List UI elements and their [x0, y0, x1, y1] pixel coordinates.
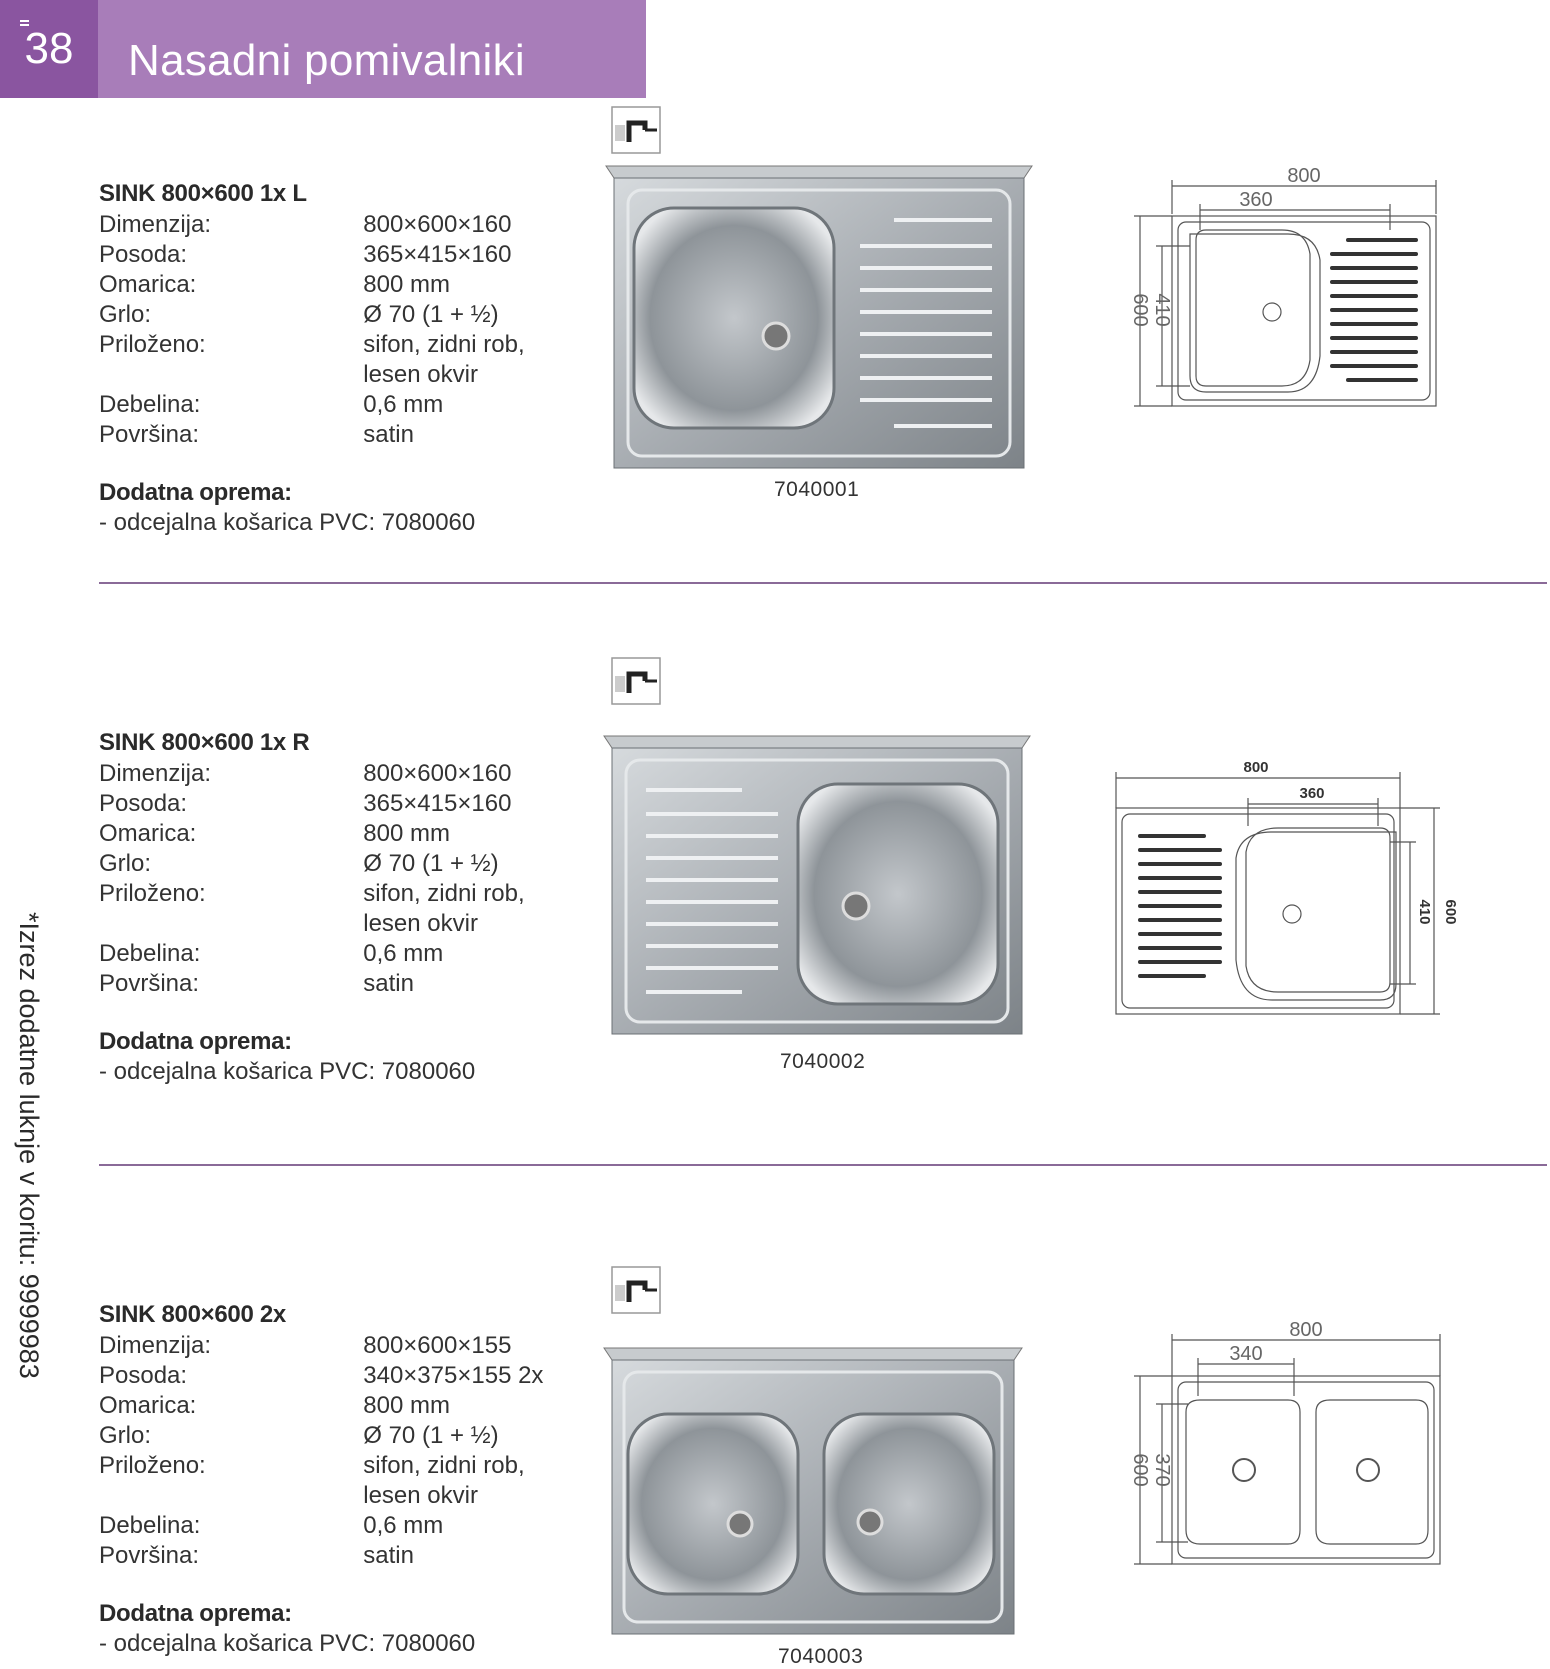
extras-item: - odcejalna košarica PVC: 7080060 [99, 509, 476, 536]
spec-row: Priloženo:sifon, zidni rob, lesen okvir [99, 880, 525, 937]
sink-photo-left-bowl [605, 165, 1033, 469]
sink-technical-drawing: 800 340 600 370 [1129, 1319, 1441, 1565]
spec-row: Priloženo:sifon, zidni rob, lesen okvir [99, 331, 525, 388]
spec-row: Površina:satin [99, 421, 414, 448]
dim-height: 600 [1442, 899, 1459, 924]
product-title: SINK 800×600 1x L [99, 180, 307, 207]
side-note: *Izrez dodatne luknje v koritu: 9999983 [14, 912, 44, 1379]
countertop-mount-icon [611, 657, 661, 705]
product-code: 7040002 [780, 1050, 866, 1073]
product-specs: SINK 800×600 1x L Dimenzija:800×600×160 … [99, 180, 559, 538]
spec-row: Omarica:800 mm [99, 1392, 450, 1419]
section-divider [99, 582, 1547, 584]
page-number: 38 [0, 0, 98, 98]
product-specs: SINK 800×600 1x R Dimenzija:800×600×160 … [99, 729, 559, 1087]
spec-row: Debelina:0,6 mm [99, 391, 444, 418]
spec-row: Grlo:Ø 70 (1 + ½) [99, 301, 499, 328]
sink-photo-right-bowl [603, 735, 1031, 1035]
page-marker-icon [20, 20, 29, 22]
spec-row: Dimenzija:800×600×160 [99, 211, 512, 238]
dim-width: 800 [1243, 759, 1268, 776]
product-section-1: SINK 800×600 1x L Dimenzija:800×600×160 … [0, 0, 1550, 560]
dim-bowl-height: 410 [1151, 293, 1173, 326]
dim-width: 800 [1287, 165, 1320, 187]
spec-row: Priloženo:sifon, zidni rob, lesen okvir [99, 1452, 525, 1509]
spec-row: Omarica:800 mm [99, 820, 450, 847]
spec-row: Posoda:365×415×160 [99, 790, 512, 817]
section-divider [99, 1164, 1547, 1166]
spec-row: Grlo:Ø 70 (1 + ½) [99, 850, 499, 877]
page-title: Nasadni pomivalniki [128, 36, 525, 85]
product-title: SINK 800×600 2x [99, 1301, 286, 1328]
countertop-mount-icon [611, 106, 661, 154]
spec-row: Dimenzija:800×600×155 [99, 1332, 512, 1359]
spec-row: Debelina:0,6 mm [99, 940, 444, 967]
dim-width: 800 [1289, 1319, 1322, 1341]
countertop-mount-icon [611, 1266, 661, 1314]
product-section-2: SINK 800×600 1x R Dimenzija:800×600×160 … [0, 0, 1550, 1085]
extras-item: - odcejalna košarica PVC: 7080060 [99, 1630, 476, 1657]
extras-title: Dodatna oprema: [99, 479, 292, 506]
spec-row: Površina:satin [99, 970, 414, 997]
extras-title: Dodatna oprema: [99, 1028, 292, 1055]
product-code: 7040003 [778, 1645, 864, 1668]
sink-technical-drawing: 800 360 600 410 [1115, 759, 1459, 1015]
spec-row: Površina:satin [99, 1542, 414, 1569]
dim-bowl-width: 360 [1239, 189, 1272, 211]
dim-bowl-width: 360 [1299, 785, 1324, 802]
extras-title: Dodatna oprema: [99, 1600, 292, 1627]
product-specs: SINK 800×600 2x Dimenzija:800×600×155 Po… [99, 1301, 559, 1659]
product-title: SINK 800×600 1x R [99, 729, 310, 756]
spec-row: Debelina:0,6 mm [99, 1512, 444, 1539]
header-band [98, 0, 646, 98]
dim-bowl-width: 340 [1229, 1343, 1262, 1365]
dim-bowl-height: 410 [1416, 899, 1433, 924]
dim-height: 600 [1129, 293, 1151, 326]
spec-row: Omarica:800 mm [99, 271, 450, 298]
dim-height: 600 [1129, 1453, 1151, 1486]
spec-row: Posoda:340×375×155 2x [99, 1362, 544, 1389]
spec-row: Dimenzija:800×600×160 [99, 760, 512, 787]
sink-technical-drawing: 800 360 600 410 [1129, 165, 1437, 407]
dim-bowl-height: 370 [1151, 1453, 1173, 1486]
sink-photo-double-bowl [603, 1347, 1023, 1635]
spec-row: Grlo:Ø 70 (1 + ½) [99, 1422, 499, 1449]
product-code: 7040001 [774, 478, 860, 501]
spec-row: Posoda:365×415×160 [99, 241, 512, 268]
extras-item: - odcejalna košarica PVC: 7080060 [99, 1058, 476, 1085]
